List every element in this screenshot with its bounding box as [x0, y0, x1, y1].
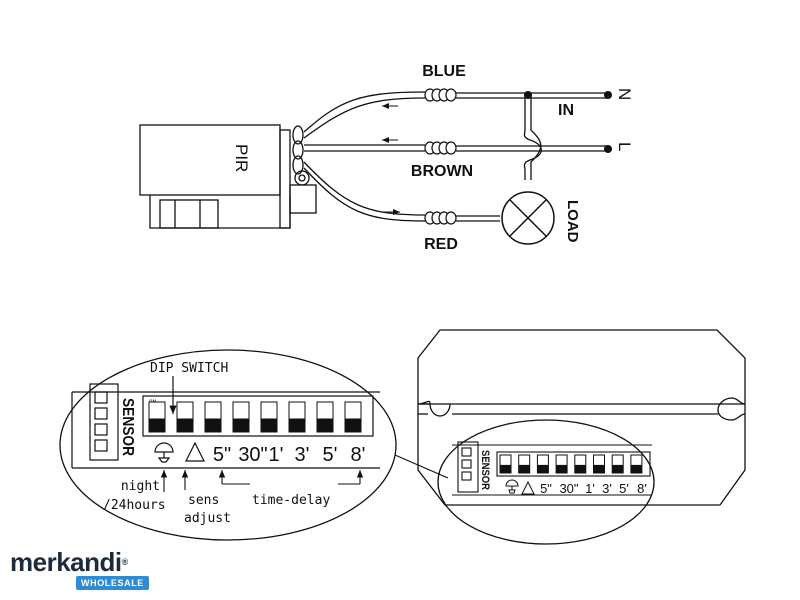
mains-wiring: [456, 92, 608, 222]
dip-switch-label: DIP SWITCH: [150, 361, 228, 376]
module-timing-label: 8': [637, 481, 647, 496]
blue-wire-label: BLUE: [422, 63, 466, 80]
sens-label-2: adjust: [184, 511, 231, 526]
brown-wire-label: BROWN: [411, 163, 473, 180]
detail-night-icon: [154, 442, 174, 463]
pir-clamp-screw: [294, 170, 310, 186]
module-dip-switch-knob: [518, 464, 530, 473]
detail-timing-label: 5": [213, 444, 231, 466]
module-timing-label: 1': [585, 481, 595, 496]
detail-dip-switch-knob: [205, 418, 221, 432]
detail-timing-label: 8': [351, 444, 366, 466]
detail-dip-switch-knob: [233, 418, 249, 432]
module-sens-icon: [521, 480, 535, 495]
module-dip-switch-knob: [612, 464, 624, 473]
module-timing-label: 3': [602, 481, 612, 496]
red-connector: [424, 211, 457, 225]
detail-board: [71, 383, 380, 469]
module-callout-ellipse: [437, 419, 655, 545]
pir-wire-clamp: [289, 184, 317, 214]
detail-dip-switches: [148, 401, 362, 433]
detail-dip-switch-knob: [149, 418, 165, 432]
red-wire-label: RED: [424, 236, 458, 253]
red-wire-b: [303, 167, 426, 222]
live-terminal: [604, 145, 612, 153]
module-sensor-label: SENSOR: [479, 450, 491, 490]
neutral-to-load-a: [523, 95, 542, 180]
module-timing-label: 5': [619, 481, 629, 496]
module-timing-label: 5": [540, 481, 552, 496]
detail-timing-label: 1': [269, 444, 284, 466]
detail-dip-switch-knob: [317, 418, 333, 432]
neutral-terminal: [604, 91, 612, 99]
detail-sensor-connector: [89, 383, 119, 461]
blue-wire-a: [303, 91, 426, 133]
watermark-brand: merkandi: [10, 547, 122, 577]
pir-side-plate: [279, 129, 291, 229]
module-dip-switch-knob: [630, 464, 642, 473]
module-dip-switch-knob: [537, 464, 549, 473]
module-sensor-connector: [457, 441, 479, 493]
pir-body: [139, 124, 281, 196]
pir-label: PIR: [232, 144, 251, 172]
detail-dip-switch-knob: [289, 418, 305, 432]
module-mount-left: [417, 400, 451, 417]
watermark-badge: WHOLESALE: [76, 576, 149, 590]
detail-timing-label: 5': [323, 444, 338, 466]
red-wire-a: [303, 161, 426, 216]
detail-dip-switch-body: [142, 395, 374, 437]
module-dip-switch-knob: [500, 464, 511, 473]
detail-dip-switch-knob: [261, 418, 277, 432]
module-dip-switch-knob: [574, 464, 586, 473]
night-label-1: night: [121, 479, 160, 494]
detail-timing-label: 30": [238, 444, 267, 466]
wire-connectors: [424, 88, 457, 225]
time-delay-bracket: [218, 470, 364, 485]
neutral-symbol: N: [615, 88, 634, 100]
module-dip-switch-knob: [556, 464, 568, 473]
sens-label-1: sens: [188, 493, 219, 508]
night-label-2: /24hours: [103, 498, 166, 513]
detail-dip-switch-knob: [345, 418, 361, 432]
load-lamp: [501, 191, 555, 245]
load-label: LOAD: [564, 200, 581, 243]
blue-wire-b: [303, 97, 426, 139]
module-dip-switch-knob: [593, 464, 605, 473]
registered-mark-icon: ®: [121, 557, 129, 567]
wire-arrows: [382, 103, 400, 215]
pir-wires: [303, 91, 426, 222]
neutral-to-load-b: [530, 95, 542, 180]
module-night-icon: [505, 479, 519, 494]
module-timing-labels: 5" 30" 1' 3' 5' 8': [540, 481, 647, 496]
detail-sensor-label: SENSOR: [119, 398, 136, 456]
neutral-junction: [524, 91, 532, 99]
detail-timing-labels: 5" 30"1' 3' 5' 8': [213, 444, 366, 466]
time-delay-label: time-delay: [252, 493, 330, 508]
brown-connector: [424, 141, 457, 155]
module-dip-switches: [499, 454, 643, 474]
merkandi-watermark: merkandi® WHOLESALE: [10, 548, 160, 592]
module-outline: [417, 329, 746, 506]
detail-callout-ellipse: [59, 349, 397, 541]
module-mount-right: [717, 397, 746, 421]
module-timing-label: 30": [559, 481, 578, 496]
detail-sens-icon: [185, 441, 205, 462]
module-dip-switch-body: [496, 451, 651, 477]
live-symbol: L: [615, 142, 634, 151]
detail-dip-switch-knob: [177, 418, 193, 432]
detail-timing-label: 3': [295, 444, 310, 466]
module-housing: [417, 329, 746, 506]
pir-module: [139, 124, 317, 229]
blue-connector: [424, 88, 457, 102]
pir-terminal-block: [159, 199, 219, 229]
input-label: IN: [558, 102, 574, 119]
module-board: [452, 441, 652, 496]
